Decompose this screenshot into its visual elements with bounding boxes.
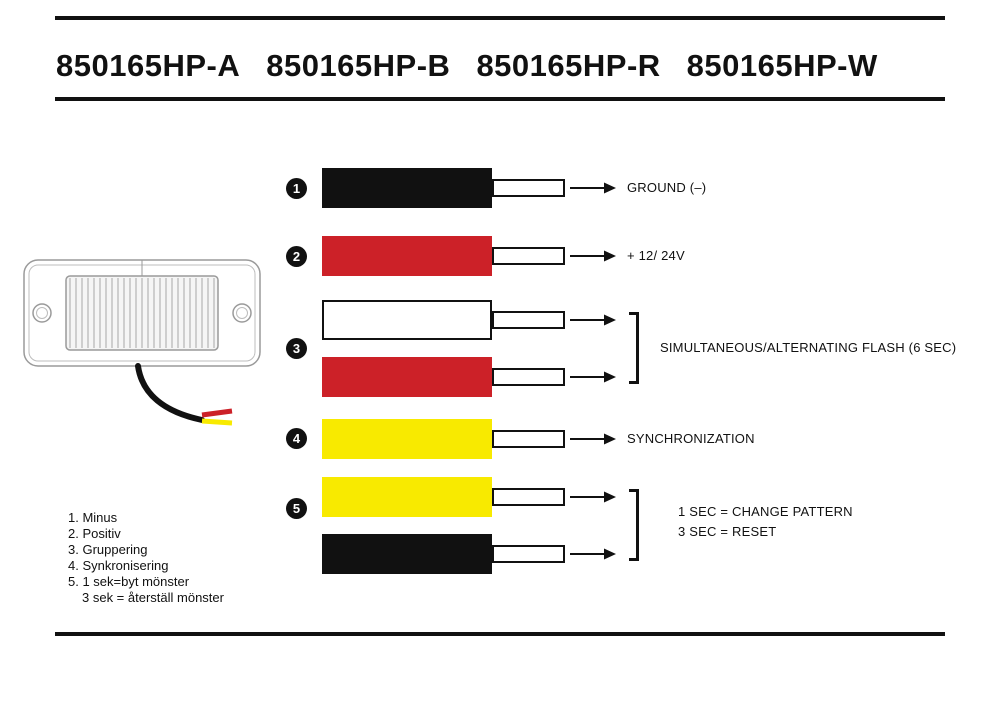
wire-3-white-connector — [492, 311, 565, 329]
wire-2-bar-red — [322, 236, 492, 276]
wire-4-number-badge: 4 — [286, 428, 307, 449]
top-rule — [55, 16, 945, 20]
mount-hole-right — [232, 303, 252, 323]
wire-2-number-badge: 2 — [286, 246, 307, 267]
legend: 1. Minus 2. Positiv 3. Gruppering 4. Syn… — [68, 510, 224, 606]
wire-3-red-connector — [492, 368, 565, 386]
device-illustration — [23, 259, 261, 426]
wire-1-label: GROUND (–) — [627, 180, 707, 195]
legend-line-4: 4. Synkronisering — [68, 558, 169, 573]
wire-5-black-connector — [492, 545, 565, 563]
group-3-bracket — [629, 312, 639, 384]
legend-line-6: 3 sek = återställ mönster — [82, 590, 224, 605]
wire-2-label: + 12/ 24V — [627, 248, 685, 263]
wire-5-bar-black — [322, 534, 492, 574]
wire-5-yellow-arrow-icon — [570, 491, 616, 503]
page-title: 850165HP-A 850165HP-B 850165HP-R 850165H… — [56, 48, 878, 84]
wire-2-connector — [492, 247, 565, 265]
wire-3-white-arrow-icon — [570, 314, 616, 326]
wire-5-black-arrow-icon — [570, 548, 616, 560]
group-3-label: SIMULTANEOUS/ALTERNATING FLASH (6 SEC) — [660, 340, 957, 355]
wire-4-arrow-icon — [570, 433, 616, 445]
wire-3-bar-white — [322, 300, 492, 340]
wire-1-connector — [492, 179, 565, 197]
legend-line-3: 3. Gruppering — [68, 542, 148, 557]
wire-5-bar-yellow — [322, 477, 492, 517]
cable-tip-yellow — [201, 418, 233, 426]
wire-3-number-badge: 3 — [286, 338, 307, 359]
wire-3-red-arrow-icon — [570, 371, 616, 383]
model-name-3: 850165HP-R — [476, 48, 661, 83]
legend-line-1: 1. Minus — [68, 510, 118, 525]
legend-line-2: 2. Positiv — [68, 526, 121, 541]
wire-4-connector — [492, 430, 565, 448]
model-name-1: 850165HP-A — [56, 48, 241, 83]
legend-line-5: 5. 1 sek=byt mönster — [68, 574, 190, 589]
bottom-rule — [55, 632, 945, 636]
title-underline-rule — [55, 97, 945, 101]
model-name-4: 850165HP-W — [686, 48, 878, 83]
wire-2-arrow-icon — [570, 250, 616, 262]
group-5-bracket — [629, 489, 639, 561]
wire-1-number-badge: 1 — [286, 178, 307, 199]
cable — [135, 363, 205, 423]
cable-tip-red — [201, 408, 233, 418]
wire-4-bar-yellow — [322, 419, 492, 459]
mount-hole-left — [32, 303, 52, 323]
group-5-label-line2: 3 SEC = RESET — [678, 524, 777, 539]
wire-3-bar-red — [322, 357, 492, 397]
wire-5-yellow-connector — [492, 488, 565, 506]
model-name-2: 850165HP-B — [266, 48, 451, 83]
wire-1-arrow-icon — [570, 182, 616, 194]
group-5-label-line1: 1 SEC = CHANGE PATTERN — [678, 504, 853, 519]
wire-1-bar-black — [322, 168, 492, 208]
wire-5-number-badge: 5 — [286, 498, 307, 519]
wire-4-label: SYNCHRONIZATION — [627, 431, 755, 446]
